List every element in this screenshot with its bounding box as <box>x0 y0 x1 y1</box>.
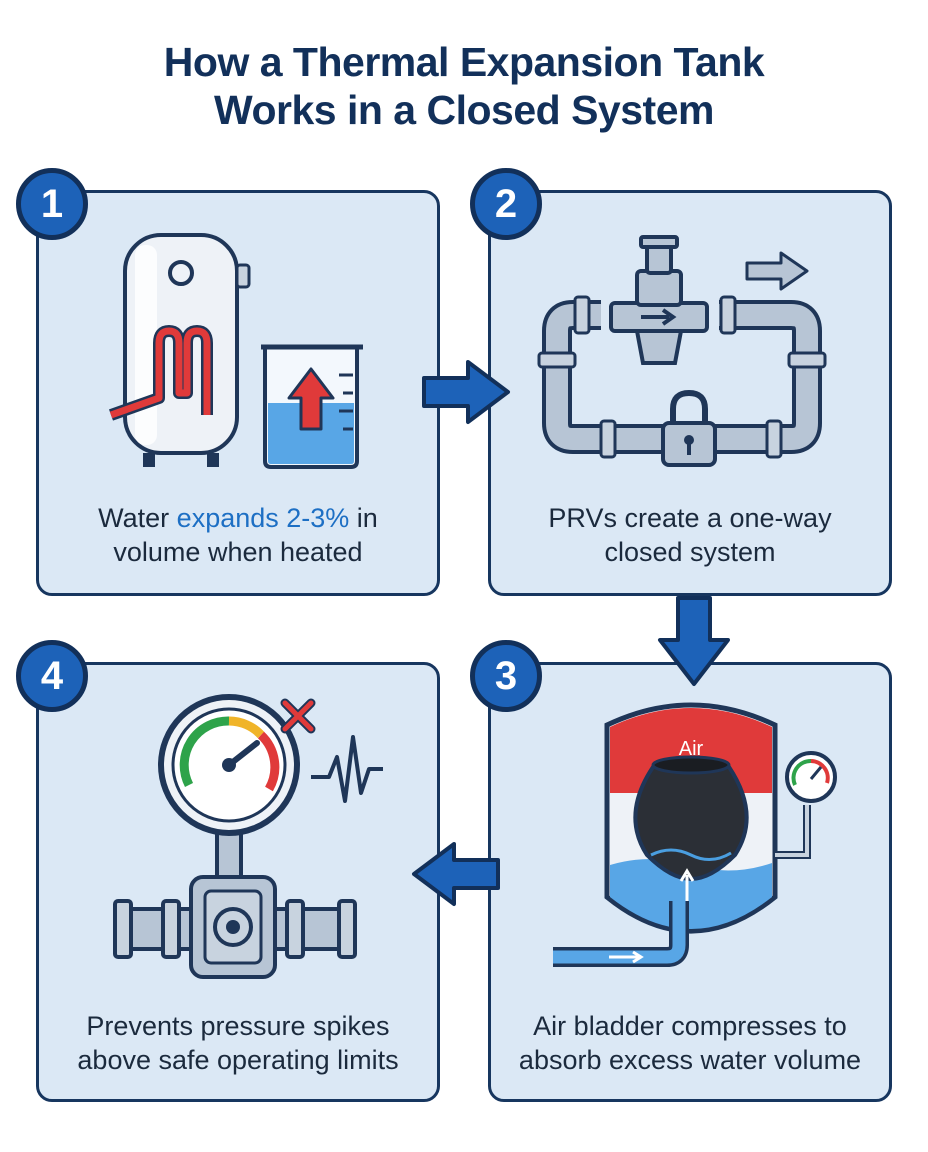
error-x-icon <box>280 698 316 734</box>
caption-line-2: volume when heated <box>113 537 363 567</box>
caption-line-1: PRVs create a one-way <box>548 503 832 533</box>
title-line-2: Works in a Closed System <box>214 87 714 133</box>
water-heater-icon <box>108 233 251 467</box>
step-3-panel: Air Air bladder compresses to absorb exc… <box>488 662 892 1102</box>
expansion-tank-icon <box>553 702 778 967</box>
small-gauge-icon <box>775 751 837 859</box>
step-4-caption: Prevents pressure spikes above safe oper… <box>39 1009 437 1077</box>
caption-post: in <box>349 503 378 533</box>
beaker-icon <box>261 344 363 469</box>
page-title: How a Thermal Expansion Tank Works in a … <box>0 38 928 134</box>
caption-highlight: expands 2-3% <box>176 503 350 533</box>
water-heater-beaker-illustration <box>108 233 363 469</box>
caption-line-1: Air bladder compresses to <box>533 1011 847 1041</box>
flow-arrow-right-icon <box>422 360 510 424</box>
flow-arrow-icon <box>745 251 809 291</box>
caption-pre: Water <box>98 503 177 533</box>
step-2-caption: PRVs create a one-way closed system <box>491 501 889 569</box>
step-2-badge: 2 <box>470 168 542 240</box>
pulse-wave-icon <box>311 735 383 803</box>
valve-body-icon <box>113 875 357 979</box>
prv-valve-icon <box>537 235 827 459</box>
pressure-gauge-icon <box>158 694 300 885</box>
flow-arrow-left-icon <box>412 842 500 906</box>
caption-line-2: closed system <box>604 537 776 567</box>
flow-arrow-down-icon <box>658 596 730 686</box>
lock-icon <box>661 389 717 467</box>
tank-air-label: Air <box>679 738 704 760</box>
step-4-badge: 4 <box>16 640 88 712</box>
gauge-valve-illustration <box>113 694 383 979</box>
expansion-tank-illustration: Air <box>553 702 837 967</box>
prv-loop-illustration <box>537 235 827 467</box>
step-1-caption: Water expands 2-3% in volume when heated <box>39 501 437 569</box>
title-line-1: How a Thermal Expansion Tank <box>163 39 765 85</box>
step-4-panel: Prevents pressure spikes above safe oper… <box>36 662 440 1102</box>
step-1-badge: 1 <box>16 168 88 240</box>
step-3-badge: 3 <box>470 640 542 712</box>
caption-line-2: absorb excess water volume <box>518 1045 862 1075</box>
step-2-panel: PRVs create a one-way closed system <box>488 190 892 596</box>
caption-line-1: Prevents pressure spikes <box>86 1011 390 1041</box>
caption-line-2: above safe operating limits <box>77 1045 399 1075</box>
step-3-caption: Air bladder compresses to absorb excess … <box>491 1009 889 1077</box>
step-1-panel: Water expands 2-3% in volume when heated <box>36 190 440 596</box>
